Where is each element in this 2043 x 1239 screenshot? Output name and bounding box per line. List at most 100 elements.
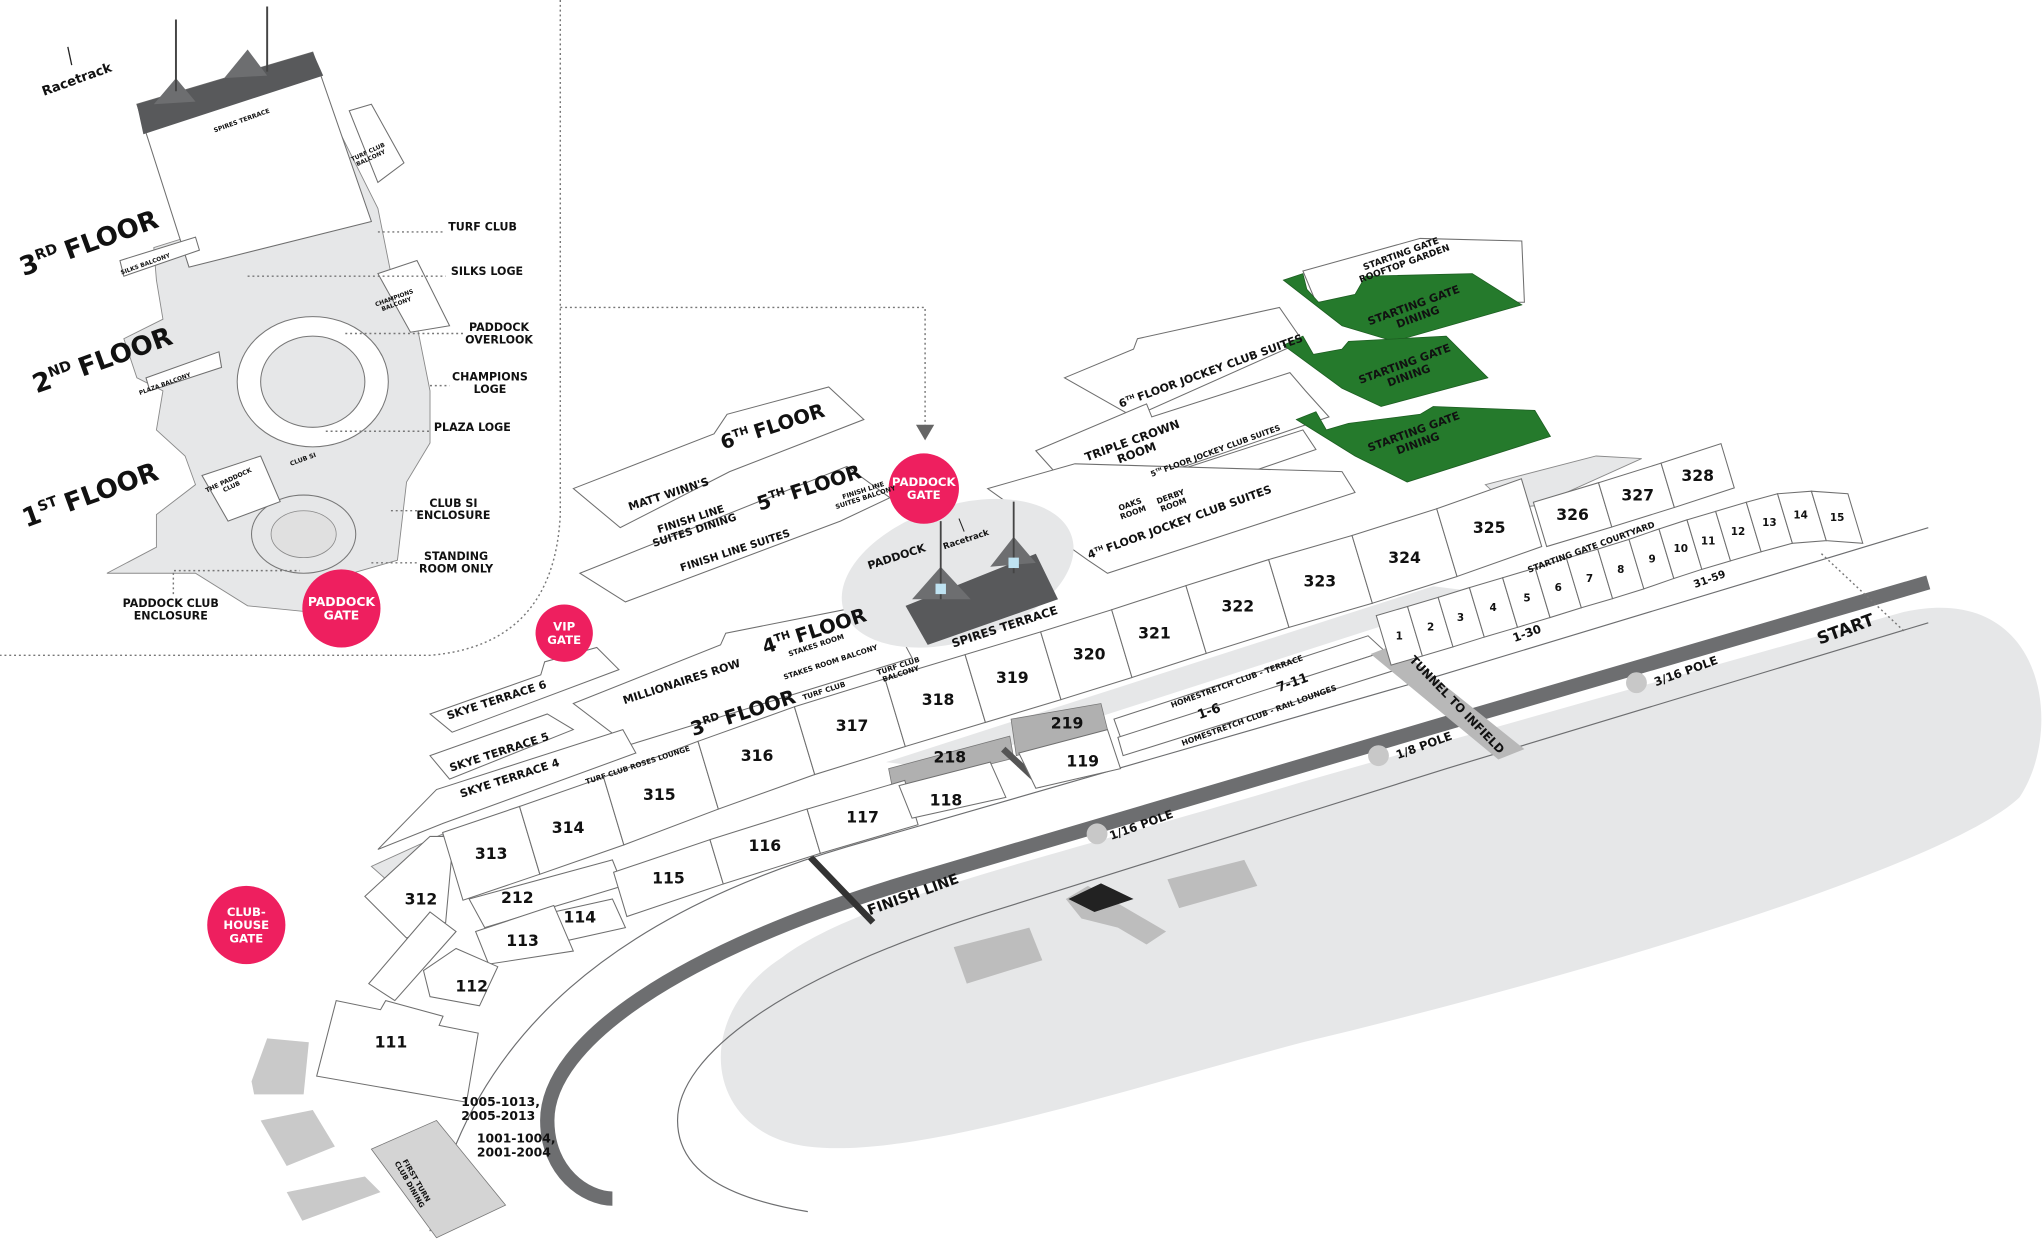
section-322[interactable]: 322 bbox=[1185, 558, 1290, 655]
section-316[interactable]: 316 bbox=[697, 706, 816, 810]
section-number: 9 bbox=[1648, 554, 1655, 566]
sections-1005-1013-label-line: 1005-1013, bbox=[461, 1095, 540, 1109]
section-312[interactable]: 312 bbox=[405, 889, 438, 908]
section-number: 8 bbox=[1617, 564, 1624, 576]
floor-suffix: TH bbox=[1093, 544, 1104, 554]
section-114[interactable]: 114 bbox=[553, 898, 627, 942]
section-number: 115 bbox=[652, 869, 685, 888]
section-116[interactable]: 116 bbox=[709, 808, 821, 885]
section-number: 321 bbox=[1138, 624, 1171, 643]
section-113[interactable]: 113 bbox=[474, 904, 575, 965]
section-112[interactable]: 112 bbox=[422, 947, 499, 1007]
section-number: 116 bbox=[749, 836, 782, 855]
floor-1-label-text: 1STFLOOR bbox=[18, 457, 162, 534]
section-number: 319 bbox=[996, 668, 1029, 687]
racetrack-arrow-icon bbox=[67, 46, 73, 66]
racetrack-label-text: Racetrack bbox=[40, 60, 114, 99]
section-number: 322 bbox=[1221, 596, 1254, 615]
section-number: 11 bbox=[1701, 535, 1715, 547]
sections-1001-1004-label: 1001-1004,2001-2004 bbox=[477, 1132, 556, 1160]
inset-paddock-gate-label: GATE bbox=[324, 609, 360, 623]
section-number: 12 bbox=[1731, 526, 1745, 538]
floor-suffix: ND bbox=[46, 358, 74, 381]
plaza-loge-label: PLAZA LOGE bbox=[434, 421, 511, 434]
arrow-down-icon bbox=[915, 424, 935, 441]
section-111[interactable]: 111 bbox=[316, 999, 479, 1103]
section-219[interactable]: 219 bbox=[1051, 714, 1084, 733]
vip-gate-marker bbox=[535, 604, 593, 662]
section-number: 323 bbox=[1304, 572, 1337, 591]
section-number: 119 bbox=[1066, 751, 1099, 770]
clubhouse-gate-label: CLUB- bbox=[227, 905, 266, 919]
section-number: 315 bbox=[643, 785, 676, 804]
spires-building bbox=[905, 501, 1058, 645]
track-inner-rail bbox=[676, 622, 1929, 1213]
paddock-overlook-label-line: PADDOCK bbox=[469, 321, 530, 334]
floor-suffix: TH bbox=[1125, 393, 1136, 403]
section-number: 14 bbox=[1793, 509, 1807, 521]
section-325[interactable]: 325 bbox=[1436, 478, 1543, 578]
turf-club-label-text: TURF CLUB bbox=[448, 221, 517, 234]
track-rail bbox=[540, 575, 1931, 1206]
inset-clubhouse bbox=[106, 6, 451, 613]
pole-1-8-marker bbox=[1368, 745, 1389, 767]
floor-3-label: 3RDFLOOR bbox=[16, 205, 163, 283]
section-15[interactable]: 15 bbox=[1810, 490, 1864, 544]
section-218[interactable]: 218 bbox=[934, 747, 967, 766]
section-number: 219 bbox=[1051, 714, 1084, 733]
section-number: 317 bbox=[836, 716, 869, 735]
section-number: 318 bbox=[922, 690, 955, 709]
sections-1005-1013-label-line: 2005-2013 bbox=[461, 1109, 535, 1123]
section-number: 10 bbox=[1673, 543, 1687, 555]
section-119[interactable]: 119 bbox=[1018, 728, 1122, 789]
section-number: 111 bbox=[375, 1033, 408, 1052]
inset-boundary bbox=[0, 0, 562, 657]
section-number: 7 bbox=[1586, 573, 1593, 585]
section-outline bbox=[898, 761, 1007, 819]
section-326[interactable]: 326 bbox=[1532, 482, 1613, 548]
section-14[interactable]: 14 bbox=[1776, 490, 1827, 544]
clubhouse-gate-label: GATE bbox=[229, 931, 263, 945]
section-212[interactable]: 212 bbox=[501, 888, 534, 907]
sections-1001-1004-label-line: 1001-1004, bbox=[477, 1132, 556, 1146]
section-117[interactable]: 117 bbox=[806, 779, 919, 855]
plaza-loge-label-text: PLAZA LOGE bbox=[434, 421, 511, 434]
vip-gate-label: VIP bbox=[553, 620, 575, 634]
paddock-gate-label: PADDOCK bbox=[892, 475, 957, 489]
section-number: 324 bbox=[1388, 548, 1421, 567]
section-outline bbox=[1018, 728, 1122, 789]
section-outline bbox=[474, 904, 575, 965]
section-323[interactable]: 323 bbox=[1267, 534, 1374, 628]
section-outline bbox=[422, 947, 499, 1007]
section-328[interactable]: 328 bbox=[1660, 442, 1735, 509]
paddock-overlook-label-line: OVERLOOK bbox=[465, 333, 533, 346]
paddock-club-enclosure-label-line: PADDOCK CLUB bbox=[123, 597, 219, 610]
section-number: 15 bbox=[1830, 512, 1844, 524]
floor-number: 6 bbox=[718, 428, 738, 454]
section-324[interactable]: 324 bbox=[1351, 508, 1458, 604]
floor-number: 4 bbox=[759, 633, 779, 659]
club-si-enclosure-label-line: ENCLOSURE bbox=[416, 509, 490, 522]
section-118[interactable]: 118 bbox=[898, 761, 1007, 819]
section-115[interactable]: 115 bbox=[612, 839, 724, 918]
standing-room-only-label-line: ROOM ONLY bbox=[419, 563, 494, 576]
silks-loge-label-text: SILKS LOGE bbox=[451, 265, 523, 278]
section-number: 13 bbox=[1762, 517, 1776, 529]
section-317[interactable]: 317 bbox=[793, 678, 906, 776]
section-number: 113 bbox=[506, 931, 539, 950]
section-313[interactable]: 313 bbox=[442, 805, 541, 901]
track-outer-rail bbox=[429, 527, 1929, 1232]
section-number: 118 bbox=[930, 790, 963, 809]
outside-buildings bbox=[251, 1038, 507, 1239]
inset-paddock-gate-label: PADDOCK bbox=[308, 595, 376, 609]
racetrack-label: Racetrack bbox=[40, 60, 114, 99]
section-319[interactable]: 319 bbox=[964, 631, 1062, 724]
champions-loge-label-line: CHAMPIONS bbox=[452, 370, 528, 383]
floor-number: 3 bbox=[688, 715, 708, 741]
section-number: 327 bbox=[1621, 486, 1654, 505]
